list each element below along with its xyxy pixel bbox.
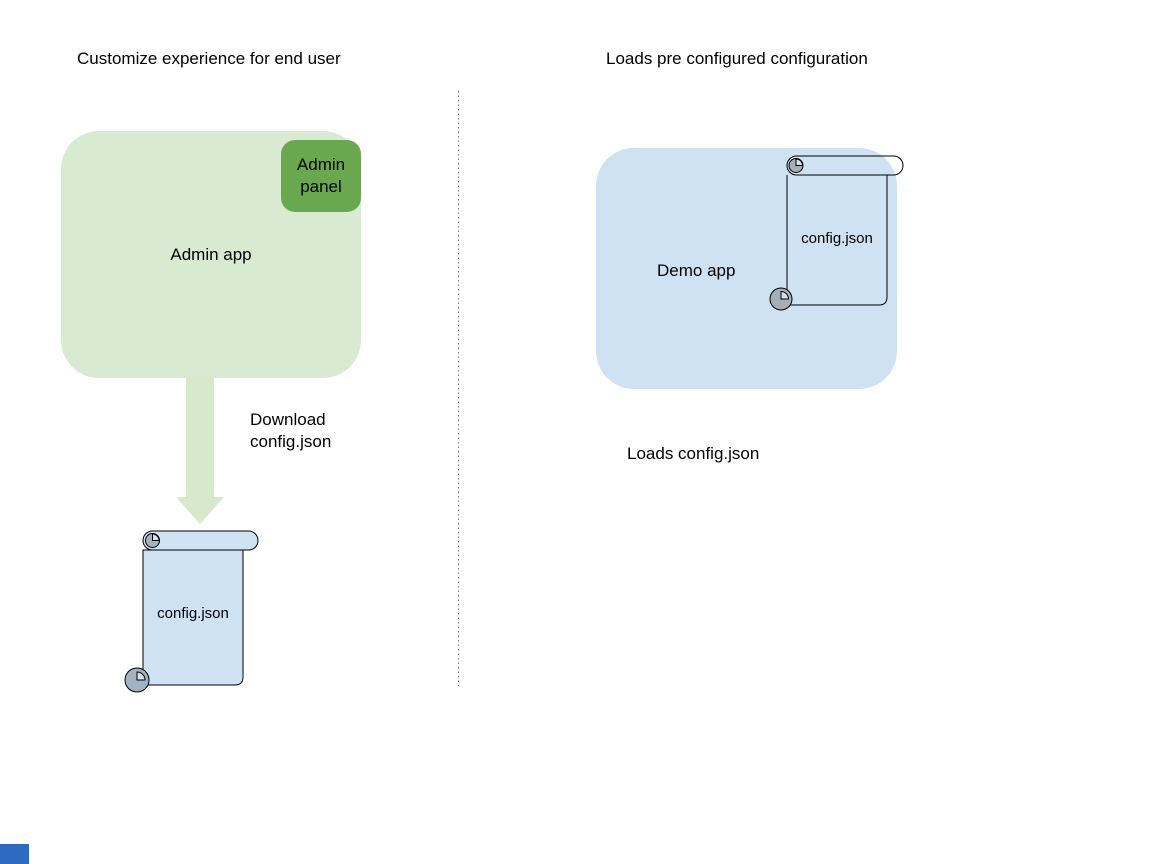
right-section-title: Loads pre configured configuration [606,49,868,68]
scroll-top-curl-notch [795,158,804,166]
demo-app-label: Demo app [657,261,736,280]
scroll-bottom-curl-notch [780,290,790,300]
arrow-shape [176,376,224,524]
scroll-top-roll [786,155,904,176]
download-config-label: Download config.json [250,410,332,451]
admin-app-label: Admin app [170,244,252,264]
section-divider [458,91,459,686]
scroll-bottom-curl-notch [136,671,146,681]
left-section-title: Customize experience for end user [77,49,341,68]
config-json-label-right: config.json [801,230,873,247]
admin-panel-label: Admin panel [296,155,346,196]
loads-config-caption: Loads config.json [627,444,760,463]
scroll-top-roll [142,530,259,551]
scroll-body [142,549,244,686]
download-arrow-icon [176,376,224,524]
scroll-body [786,175,888,306]
scroll-top-curl-notch [152,533,160,541]
config-scroll-left: config.json [124,530,259,693]
config-scroll-right: config.json [769,155,904,311]
corner-square [0,844,29,864]
demo-app-box [596,148,897,389]
config-json-label-left: config.json [157,605,229,622]
admin-panel-box: Admin panel [281,140,361,212]
